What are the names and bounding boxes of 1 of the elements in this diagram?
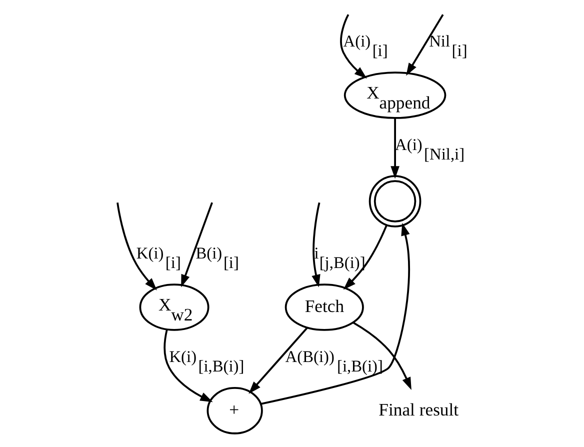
node-text: Final result: [378, 399, 459, 420]
